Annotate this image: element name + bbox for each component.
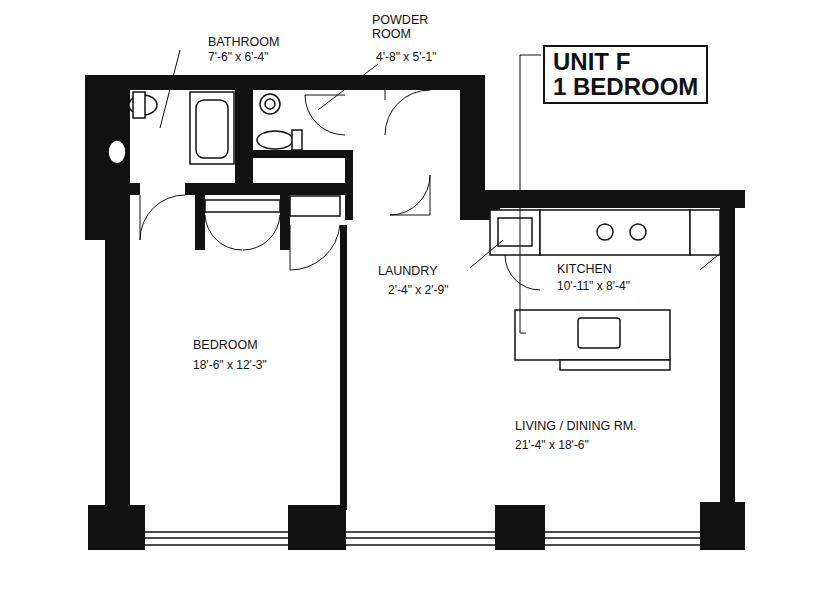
wall xyxy=(720,190,735,510)
fixture xyxy=(196,100,228,158)
kitchen-fixture xyxy=(630,224,646,240)
door-swing xyxy=(385,90,430,135)
door-swing xyxy=(140,90,718,290)
fixture xyxy=(133,92,145,118)
fixture xyxy=(190,92,234,164)
wall xyxy=(85,75,130,240)
door-swing xyxy=(305,95,345,135)
wall xyxy=(85,75,745,550)
dimension: 7'-6" x 6'-4" xyxy=(208,50,268,64)
wall xyxy=(485,190,745,208)
fixture xyxy=(108,92,340,216)
leader-line xyxy=(160,50,180,128)
wall xyxy=(345,150,353,220)
kitchen-fixture xyxy=(560,360,670,370)
door-swing xyxy=(700,255,718,270)
wall xyxy=(700,502,745,550)
room-name: BEDROOM xyxy=(193,338,258,352)
room-name: POWDER ROOM xyxy=(372,13,432,41)
fixture xyxy=(265,99,275,109)
room-name: LIVING / DINING RM. xyxy=(515,419,637,433)
fixture xyxy=(292,130,302,150)
door-swing xyxy=(505,255,540,290)
fixture xyxy=(257,131,293,149)
wall xyxy=(340,225,347,510)
fixture xyxy=(290,196,340,216)
room-name: KITCHEN xyxy=(557,262,612,276)
window xyxy=(145,537,288,539)
title-box: UNIT F1 BEDROOM xyxy=(543,45,708,104)
kitchen-fixture xyxy=(515,310,670,360)
wall xyxy=(253,150,348,158)
kitchen-fixture xyxy=(690,210,720,255)
door-swing xyxy=(205,215,280,250)
kitchen-fixture xyxy=(498,218,532,246)
fixture xyxy=(108,140,126,164)
wall xyxy=(235,90,253,185)
leader-line xyxy=(318,64,378,110)
dimension: 21'-4" x 18'-6" xyxy=(515,438,589,452)
window xyxy=(130,544,745,546)
door-swing xyxy=(390,175,430,215)
kitchen-fixture xyxy=(490,210,720,370)
wall xyxy=(105,238,130,510)
wall xyxy=(495,505,545,550)
window xyxy=(346,537,495,539)
room-name: BATHROOM xyxy=(208,35,279,49)
fixture xyxy=(260,94,280,114)
wall xyxy=(85,75,485,90)
kitchen-fixture xyxy=(540,210,690,255)
kitchen-fixture xyxy=(578,318,620,348)
window xyxy=(130,532,745,545)
dimension: 10'-11" x 8'-4" xyxy=(557,279,630,293)
door-swing xyxy=(290,225,340,270)
kitchen-fixture xyxy=(490,210,540,255)
door-swing xyxy=(140,195,185,240)
wall xyxy=(88,505,145,550)
dimension: 2'-4" x 2'-9" xyxy=(388,283,448,297)
dimension: 4'-8" x 5'-1" xyxy=(376,50,436,64)
wall xyxy=(185,183,350,195)
fixture xyxy=(205,200,280,212)
window xyxy=(130,531,745,533)
title-text: 1 BEDROOM xyxy=(553,74,698,99)
leader-line xyxy=(520,55,541,333)
wall xyxy=(288,505,346,550)
wall xyxy=(280,195,290,250)
dimension: 18'-6" x 12'-3" xyxy=(193,358,267,372)
leader-line xyxy=(160,50,541,333)
kitchen-fixture xyxy=(597,224,613,240)
title-text: UNIT F xyxy=(553,49,698,74)
room-name: LAUNDRY xyxy=(378,264,438,278)
window xyxy=(545,537,700,539)
wall xyxy=(195,195,205,250)
leader-line xyxy=(470,240,503,268)
wall xyxy=(130,183,140,195)
